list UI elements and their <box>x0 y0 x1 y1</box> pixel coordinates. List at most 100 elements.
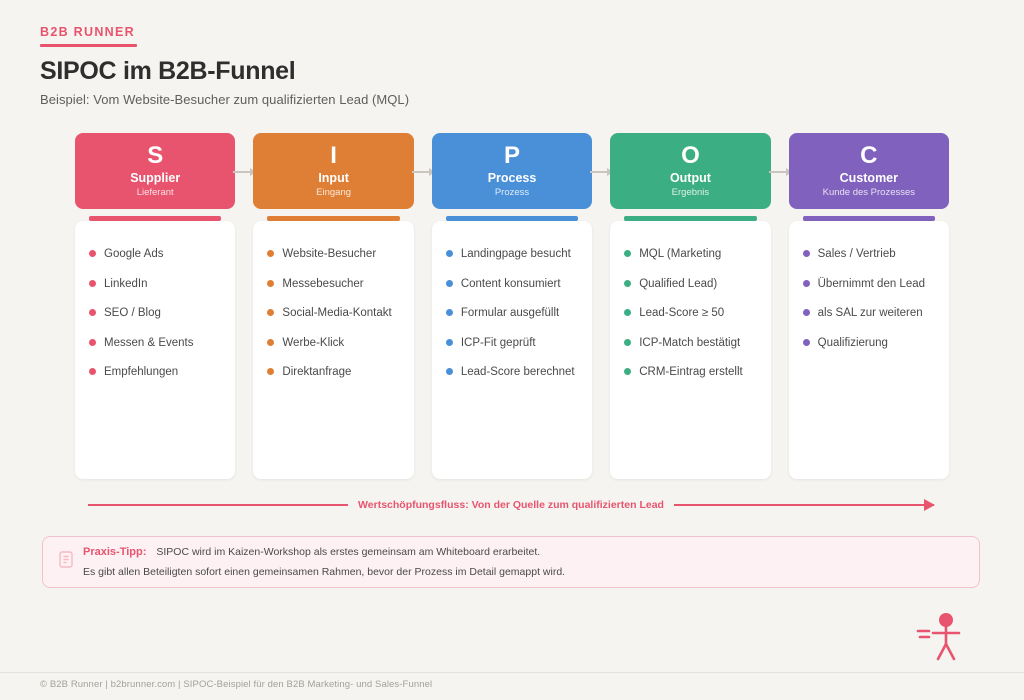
column-accent-bar <box>89 216 222 221</box>
bullet-icon <box>445 368 453 376</box>
bullet-icon <box>267 309 275 317</box>
runner-figure-icon <box>910 608 972 666</box>
list-item: CRM-Eintrag erstellt <box>624 365 756 381</box>
column-letter: I <box>330 141 337 169</box>
flow-line-right <box>673 499 936 511</box>
bullet-icon <box>267 250 275 257</box>
list-item: Social-Media-Kontakt <box>267 306 399 322</box>
connector-arrow-icon <box>233 168 257 176</box>
bullet-icon <box>89 309 96 317</box>
bullet-icon <box>624 309 632 317</box>
list-item-label: Qualified Lead) <box>639 277 718 290</box>
list-item-label: Qualifizierung <box>817 336 888 349</box>
list-item: Lead-Score berechnet <box>445 365 578 381</box>
bullet-icon <box>802 338 810 346</box>
list-item: Qualifizierung <box>802 336 935 352</box>
list-item-label: Werbe-Klick <box>282 336 345 349</box>
brand-underline <box>40 43 137 47</box>
column-subtitle: Prozess <box>494 186 530 198</box>
practice-tip-text-1: SIPOC wird im Kaizen-Workshop als erstes… <box>156 545 541 558</box>
list-item-label: Google Ads <box>104 248 164 260</box>
page-title: SIPOC im B2B-Funnel <box>40 57 296 85</box>
list-item-label: Sales / Vertrieb <box>817 248 896 260</box>
bullet-icon <box>89 250 96 257</box>
column-accent-bar <box>802 216 936 221</box>
list-item-label: ICP-Fit geprüft <box>460 336 536 349</box>
list-item: SEO / Blog <box>89 306 221 322</box>
column-name: Customer <box>839 170 898 185</box>
list-item-label: Content konsumiert <box>460 277 561 290</box>
list-item-label: Social-Media-Kontakt <box>282 307 392 320</box>
column-letter: S <box>147 141 164 169</box>
column-accent-bar <box>445 216 579 221</box>
list-item: Direktanfrage <box>267 365 399 381</box>
bullet-icon <box>802 250 810 257</box>
list-item-label: Website-Besucher <box>282 248 377 260</box>
list-item-label: Lead-Score berechnet <box>460 366 575 379</box>
practice-tip-content: Praxis-Tipp:SIPOC wird im Kaizen-Worksho… <box>83 546 565 579</box>
list-item: Content konsumiert <box>445 277 578 293</box>
list-item-label: Messebesucher <box>282 277 364 290</box>
list-item-label: MQL (Marketing <box>639 248 722 260</box>
column-accent-bar <box>624 216 757 221</box>
bullet-icon <box>624 250 632 257</box>
list-item: Website-Besucher <box>267 247 399 263</box>
flow-label: Wertschöpfungsfluss: Von der Quelle zum … <box>358 499 664 511</box>
list-item-label: CRM-Eintrag erstellt <box>639 366 743 379</box>
brand-logo: B2B RUNNER <box>40 26 137 47</box>
column-name: Input <box>318 170 349 185</box>
list-item: Messen & Events <box>89 336 221 352</box>
list-item-label: ICP-Match bestätigt <box>639 336 741 349</box>
column-subtitle: Ergebnis <box>671 186 710 198</box>
list-item: Übernimmt den Lead <box>802 277 935 293</box>
column-letter: C <box>860 141 878 169</box>
bullet-icon <box>445 250 453 257</box>
bullet-icon <box>267 338 275 346</box>
list-item: Werbe-Klick <box>267 336 399 352</box>
list-item-label: LinkedIn <box>104 277 148 290</box>
column-subtitle: Eingang <box>316 186 352 198</box>
column-accent-bar <box>267 216 400 221</box>
column-letter: P <box>504 141 521 169</box>
list-item: LinkedIn <box>89 277 221 293</box>
list-item: als SAL zur weiteren <box>802 306 935 322</box>
list-item-label: Übernimmt den Lead <box>817 277 926 290</box>
bullet-icon <box>89 279 96 287</box>
bullet-icon <box>445 338 453 346</box>
connector-arrow-icon <box>411 168 435 176</box>
list-item: ICP-Match bestätigt <box>624 336 756 352</box>
list-item: Sales / Vertrieb <box>802 247 935 263</box>
list-item-label: Direktanfrage <box>282 366 352 379</box>
bullet-icon <box>89 338 96 346</box>
list-item-label: Formular ausgefüllt <box>460 307 560 320</box>
value-flow-arrow: Wertschöpfungsfluss: Von der Quelle zum … <box>88 495 936 515</box>
column-subtitle: Lieferant <box>136 186 174 198</box>
list-item-label: Landingpage besucht <box>460 248 571 260</box>
bullet-icon <box>267 368 275 376</box>
column-name: Process <box>487 170 537 185</box>
connector-arrow-icon <box>768 168 792 176</box>
footer-divider <box>0 672 1024 673</box>
list-item: Landingpage besucht <box>445 247 578 263</box>
column-name: Output <box>669 170 711 185</box>
practice-tip-box: Praxis-Tipp:SIPOC wird im Kaizen-Worksho… <box>42 536 980 588</box>
list-item: Google Ads <box>89 247 221 263</box>
bullet-icon <box>267 279 275 287</box>
brand-name: B2B RUNNER <box>40 25 135 39</box>
